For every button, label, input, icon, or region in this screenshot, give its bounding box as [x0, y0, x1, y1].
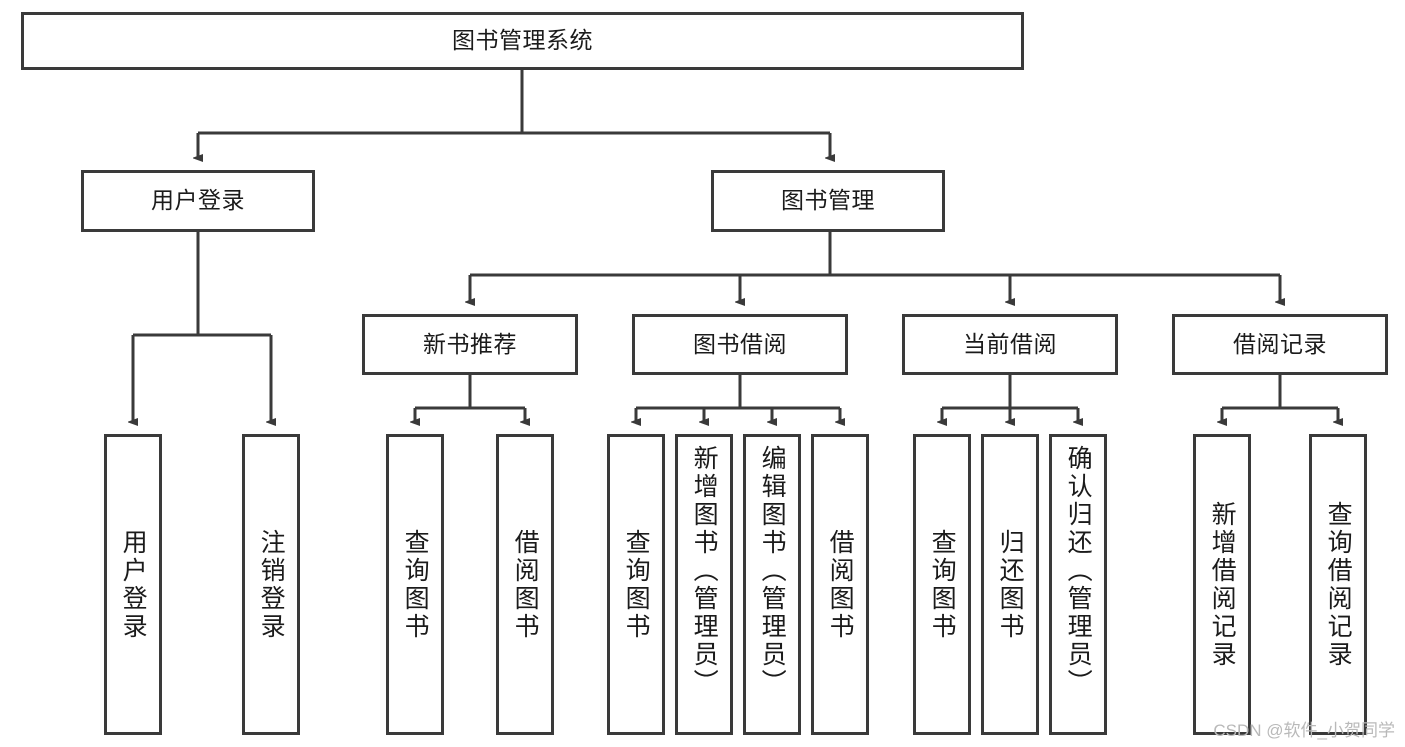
node-current-borrow[interactable]: 当前借阅: [902, 314, 1118, 375]
node-label: 查询借阅记录: [1324, 500, 1353, 669]
node-label: 用户登录: [151, 187, 245, 214]
node-label: 新增图书（管理员）: [690, 445, 719, 697]
node-label: 图书管理系统: [452, 27, 593, 54]
leaf-edit-book-admin[interactable]: 编辑图书（管理员）: [743, 434, 801, 735]
node-label: 查询图书: [622, 528, 651, 641]
node-label: 编辑图书（管理员）: [758, 445, 787, 697]
leaf-query-borrow-record[interactable]: 查询借阅记录: [1309, 434, 1367, 735]
node-label: 当前借阅: [963, 330, 1057, 357]
watermark-text: CSDN @软件_小贺同学: [1213, 721, 1395, 740]
leaf-user-login[interactable]: 用户登录: [104, 434, 162, 735]
node-new-book-recommend[interactable]: 新书推荐: [362, 314, 578, 375]
leaf-add-borrow-record[interactable]: 新增借阅记录: [1193, 434, 1251, 735]
node-label: 确认归还（管理员）: [1064, 445, 1093, 697]
node-label: 归还图书: [996, 528, 1025, 641]
node-borrow-record[interactable]: 借阅记录: [1172, 314, 1388, 375]
node-label: 用户登录: [119, 528, 148, 641]
node-label: 注销登录: [257, 528, 286, 641]
node-book-borrow[interactable]: 图书借阅: [632, 314, 848, 375]
node-label: 借阅图书: [511, 528, 540, 641]
leaf-return-book[interactable]: 归还图书: [981, 434, 1039, 735]
leaf-confirm-return-admin[interactable]: 确认归还（管理员）: [1049, 434, 1107, 735]
node-label: 新增借阅记录: [1208, 500, 1237, 669]
node-label: 图书管理: [781, 187, 875, 214]
node-label: 查询图书: [928, 528, 957, 641]
node-book-management[interactable]: 图书管理: [711, 170, 945, 232]
leaf-borrow-book-recommend[interactable]: 借阅图书: [496, 434, 554, 735]
node-label: 借阅记录: [1233, 330, 1327, 357]
node-label: 查询图书: [401, 528, 430, 641]
node-label: 借阅图书: [826, 528, 855, 641]
leaf-query-book-borrow[interactable]: 查询图书: [607, 434, 665, 735]
node-label: 图书借阅: [693, 330, 787, 357]
node-user-login[interactable]: 用户登录: [81, 170, 315, 232]
node-label: 新书推荐: [423, 330, 517, 357]
node-root-system[interactable]: 图书管理系统: [21, 12, 1024, 70]
leaf-query-book-recommend[interactable]: 查询图书: [386, 434, 444, 735]
leaf-query-book-current[interactable]: 查询图书: [913, 434, 971, 735]
leaf-borrow-book[interactable]: 借阅图书: [811, 434, 869, 735]
leaf-logout[interactable]: 注销登录: [242, 434, 300, 735]
leaf-add-book-admin[interactable]: 新增图书（管理员）: [675, 434, 733, 735]
